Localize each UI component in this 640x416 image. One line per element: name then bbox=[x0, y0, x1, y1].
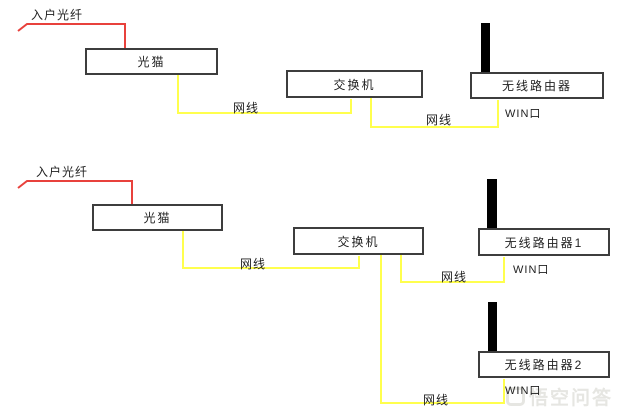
router2-label: 无线路由器2 bbox=[504, 358, 584, 372]
modem-box-top: 光猫 bbox=[85, 48, 218, 75]
watermark-text: 悟空问答 bbox=[529, 388, 614, 409]
switch-label-top: 交换机 bbox=[333, 77, 376, 92]
router-label-top: 无线路由器 bbox=[501, 79, 572, 93]
fiber-label-top: 入户光纤 bbox=[31, 8, 84, 22]
wan-port-label-top: WIN口 bbox=[505, 108, 542, 120]
cable-label-bottom-2: 网线 bbox=[441, 270, 468, 284]
fiber-line-top bbox=[17, 23, 126, 50]
modem-label-top: 光猫 bbox=[137, 55, 166, 69]
cable-modem-to-switch-top bbox=[177, 74, 352, 114]
cable-label-bottom-3: 网线 bbox=[423, 393, 450, 407]
modem-box-bottom: 光猫 bbox=[92, 204, 223, 231]
cable-switch-to-router1 bbox=[400, 254, 505, 283]
cable-switch-to-router2 bbox=[380, 254, 505, 404]
cable-switch-to-router-top bbox=[370, 97, 499, 128]
fiber-line-bottom bbox=[17, 180, 133, 206]
router1-antenna-icon bbox=[487, 179, 497, 229]
cable-label-top-1: 网线 bbox=[233, 101, 260, 115]
router1-label: 无线路由器1 bbox=[504, 235, 584, 250]
wukong-logo-icon bbox=[506, 387, 525, 406]
router-antenna-icon-top bbox=[481, 23, 490, 73]
modem-label-bottom: 光猫 bbox=[143, 211, 172, 225]
switch-box-bottom: 交换机 bbox=[293, 227, 424, 255]
router2-antenna-icon bbox=[488, 302, 497, 352]
router2-box: 无线路由器2 bbox=[478, 351, 610, 378]
switch-label-bottom: 交换机 bbox=[337, 234, 380, 249]
wan-port-label-router2: WIN口 bbox=[505, 385, 542, 397]
router1-box: 无线路由器1 bbox=[478, 228, 610, 256]
router-box-top: 无线路由器 bbox=[470, 72, 604, 99]
cable-label-bottom-1: 网线 bbox=[240, 257, 267, 271]
watermark: 悟空问答 bbox=[506, 383, 613, 410]
wan-port-label-router1: WIN口 bbox=[513, 264, 550, 276]
fiber-label-bottom: 入户光纤 bbox=[36, 165, 89, 179]
cable-modem-to-switch-bottom bbox=[182, 230, 360, 269]
switch-box-top: 交换机 bbox=[286, 70, 423, 98]
cable-label-top-2: 网线 bbox=[426, 113, 453, 127]
